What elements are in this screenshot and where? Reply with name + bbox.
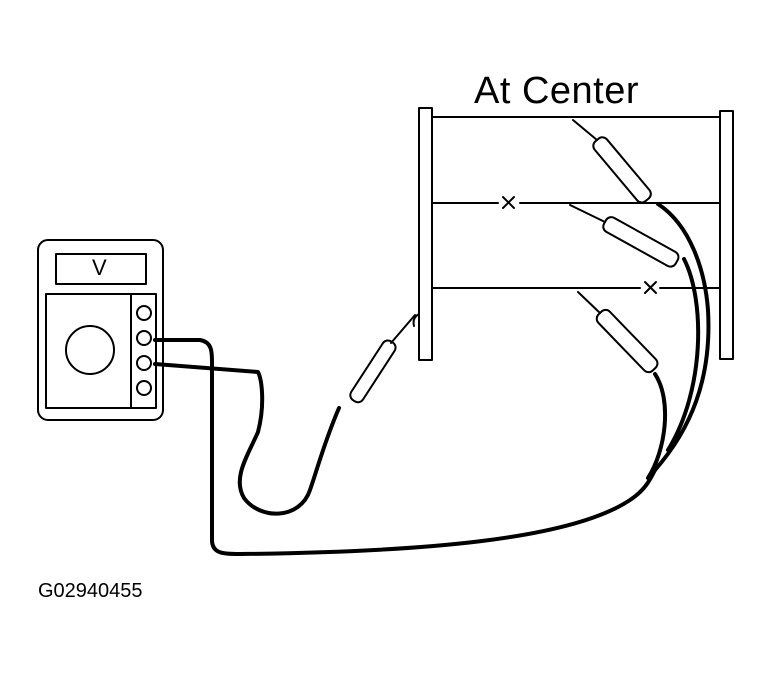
probe-bottom bbox=[577, 291, 659, 374]
probe-middle-tip bbox=[569, 204, 606, 223]
probe-middle bbox=[569, 204, 680, 268]
probe-right-main-lead bbox=[153, 338, 657, 556]
left-contact-point bbox=[412, 313, 420, 327]
voltmeter bbox=[37, 239, 164, 421]
probe-left-handle bbox=[349, 339, 397, 404]
probe-middle-handle bbox=[602, 216, 680, 268]
left-bus-bar bbox=[418, 107, 433, 361]
meter-terminal-1 bbox=[136, 305, 152, 321]
voltmeter-display-label: V bbox=[92, 255, 107, 280]
voltmeter-face bbox=[45, 293, 157, 409]
probe-left-lead bbox=[153, 362, 341, 516]
right-bus-bar bbox=[719, 110, 734, 360]
voltmeter-body bbox=[37, 239, 164, 421]
probe-bottom-handle bbox=[595, 308, 659, 374]
probe-left-tip bbox=[390, 314, 416, 344]
probe-top-lead bbox=[653, 202, 711, 472]
probe-top bbox=[572, 119, 652, 204]
meter-terminal-4 bbox=[136, 380, 152, 396]
figure-code: G02940455 bbox=[38, 580, 143, 602]
meter-terminal-3 bbox=[136, 355, 152, 371]
probe-middle-lead bbox=[666, 257, 701, 452]
probe-left bbox=[153, 314, 416, 516]
break-mark-2 bbox=[644, 281, 657, 294]
voltmeter-display bbox=[55, 253, 147, 285]
defogger-grid bbox=[412, 107, 734, 361]
probe-bottom-lead bbox=[646, 372, 667, 480]
probe-bottom-tip bbox=[577, 291, 601, 314]
probe-top-handle bbox=[592, 136, 652, 204]
probe-top-tip bbox=[572, 119, 598, 141]
probe-right-leads bbox=[153, 202, 711, 556]
diagram-title: At Center bbox=[474, 70, 640, 112]
meter-terminal-2 bbox=[136, 330, 152, 346]
break-mark-1 bbox=[502, 196, 515, 209]
voltmeter-dial bbox=[65, 325, 115, 375]
